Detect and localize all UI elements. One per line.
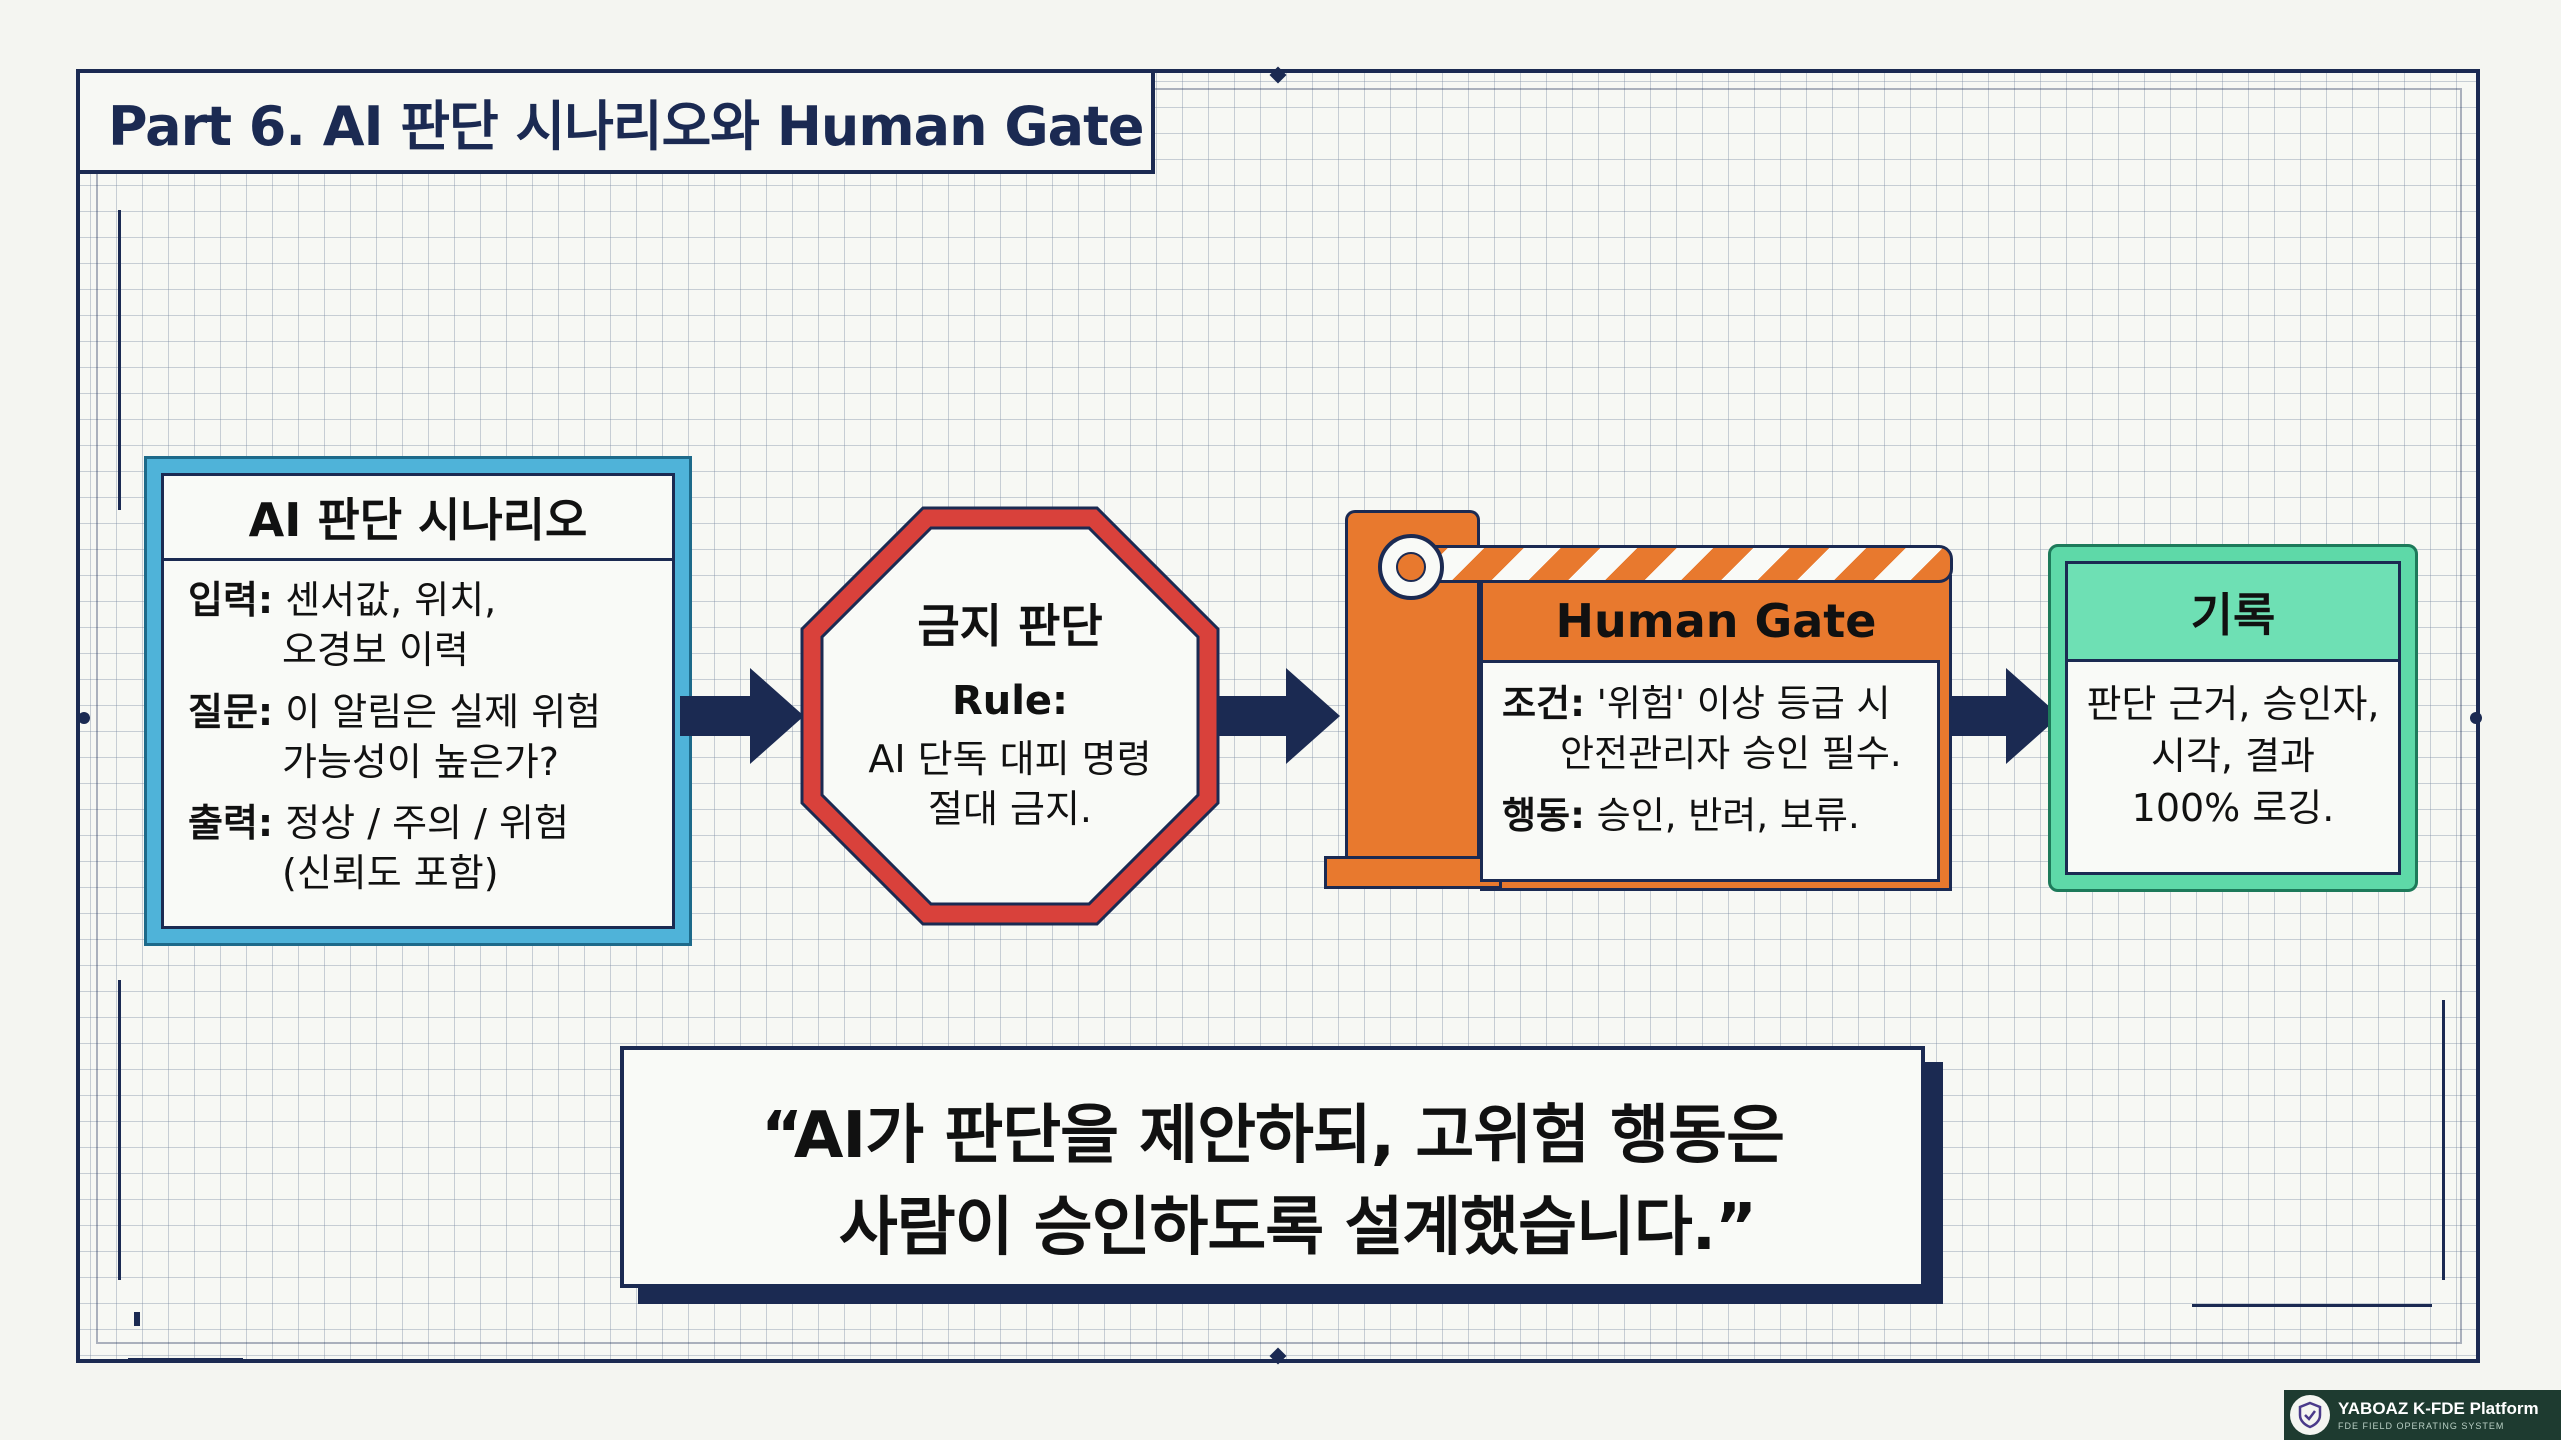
gate-title: Human Gate — [1555, 594, 1877, 648]
scenario-title: AI 판단 시나리오 — [164, 476, 672, 561]
scenario-input-line2: 오경보 이력 — [282, 628, 469, 672]
prohibit-rule-line2: 절대 금지. — [928, 787, 1092, 831]
marker-small — [134, 1312, 140, 1326]
scenario-output-line2: (신뢰도 포함) — [282, 851, 499, 895]
prohibit-title: 금지 판단 — [917, 599, 1103, 653]
gate-barrier-arm — [1405, 545, 1953, 583]
stop-octagon-icon — [800, 506, 1220, 926]
record-box: 기록 판단 근거, 승인자, 시각, 결과 100% 로깅. — [2048, 544, 2418, 892]
scenario-question: 질문: 이 알림은 실제 위험 가능성이 높은가? — [188, 687, 601, 787]
prohibit-rule-line1: AI 단독 대피 명령 — [868, 737, 1152, 781]
arrow-right-icon — [1216, 668, 1340, 764]
scenario-question-label: 질문: — [188, 690, 274, 734]
record-box-inner: 기록 판단 근거, 승인자, 시각, 결과 100% 로깅. — [2065, 561, 2401, 875]
ruler-bottom-right — [2192, 1304, 2432, 1307]
gate-pivot-icon — [1378, 534, 1444, 600]
gate-inner-panel — [1480, 660, 1940, 882]
scenario-input-line1: 센서값, 위치, — [285, 578, 497, 622]
gate-action-label: 행동: — [1502, 794, 1585, 837]
badge-text: YABOAZ K-FDE Platform FDE FIELD OPERATIN… — [2338, 1399, 2539, 1431]
gate-condition-line1: 조건: '위험' 이상 등급 시 — [1502, 680, 1891, 728]
gate-condition-label: 조건: — [1502, 682, 1585, 725]
quote-box — [620, 1046, 1925, 1288]
blueprint-inner-border — [96, 88, 2462, 1344]
scenario-output-line1: 정상 / 주의 / 위험 — [285, 801, 569, 845]
gate-action: 행동: 승인, 반려, 보류. — [1502, 792, 1860, 840]
platform-badge: YABOAZ K-FDE Platform FDE FIELD OPERATIN… — [2284, 1390, 2561, 1440]
scenario-output-label: 출력: — [188, 801, 274, 845]
record-line1: 판단 근거, 승인자, — [2086, 682, 2380, 726]
gate-condition-text1: '위험' 이상 등급 시 — [1596, 682, 1891, 725]
gate-condition-line2: 안전관리자 승인 필수. — [1560, 732, 1902, 775]
ruler-bottom-left — [128, 1358, 243, 1360]
gate-action-text: 승인, 반려, 보류. — [1596, 794, 1860, 837]
scenario-output: 출력: 정상 / 주의 / 위험 (신뢰도 포함) — [188, 798, 569, 898]
scenario-input-label: 입력: — [188, 578, 274, 622]
record-title: 기록 — [2068, 564, 2398, 662]
scenario-question-line1: 이 알림은 실제 위험 — [285, 690, 602, 734]
badge-name: YABOAZ K-FDE Platform — [2338, 1399, 2539, 1418]
arrow-right-icon — [1936, 668, 2060, 764]
ruler-left-top — [118, 210, 121, 510]
scenario-input: 입력: 센서값, 위치, 오경보 이력 — [188, 575, 496, 675]
scenario-box-inner: AI 판단 시나리오 — [161, 473, 675, 929]
scenario-box: AI 판단 시나리오 — [144, 456, 692, 946]
quote-line1: “AI가 판단을 제안하되, 고위험 행동은 — [761, 1099, 1785, 1173]
scenario-question-line2: 가능성이 높은가? — [282, 740, 559, 784]
arrow-right-icon — [680, 668, 804, 764]
ruler-left-bottom — [118, 980, 121, 1280]
title-box: Part 6. AI 판단 시나리오와 Human Gate — [76, 69, 1155, 174]
marker-right — [2470, 712, 2482, 724]
marker-left — [78, 712, 90, 724]
record-body: 판단 근거, 승인자, 시각, 결과 100% 로깅. — [2068, 662, 2398, 834]
quote-line2: 사람이 승인하도록 설계했습니다.” — [838, 1191, 1757, 1265]
record-line2: 시각, 결과 — [2151, 734, 2315, 778]
page-title: Part 6. AI 판단 시나리오와 Human Gate — [108, 95, 1145, 158]
ruler-right — [2442, 1000, 2445, 1280]
shield-logo-icon — [2290, 1395, 2330, 1435]
prohibit-rule-label: Rule: — [951, 678, 1069, 724]
gate-base — [1324, 856, 1502, 889]
record-line3: 100% 로깅. — [2131, 786, 2335, 830]
badge-subtitle: FDE FIELD OPERATING SYSTEM — [2338, 1421, 2505, 1431]
